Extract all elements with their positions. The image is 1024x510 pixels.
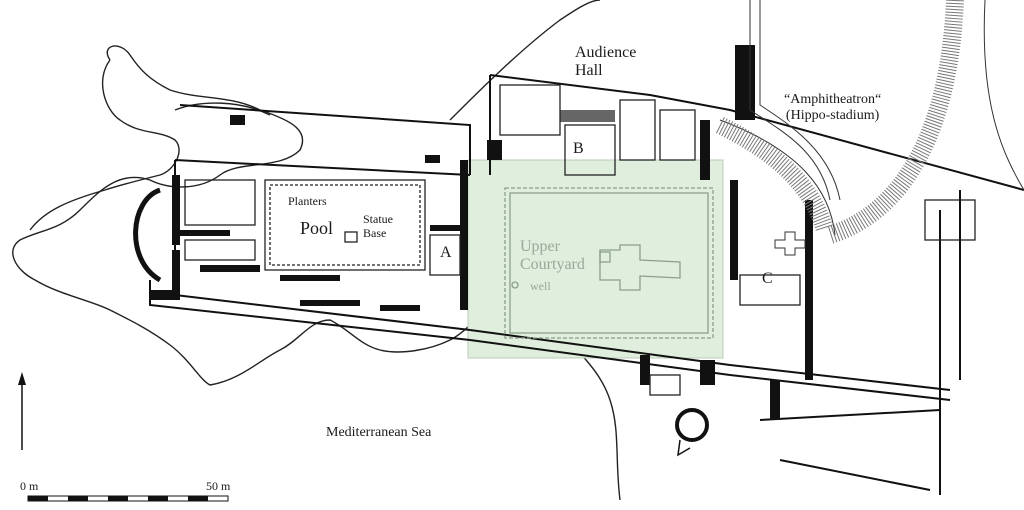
round-structure (675, 408, 709, 442)
wall-segments (150, 45, 813, 420)
upper-courtyard-line2: Courtyard (520, 256, 585, 274)
room-c-label: C (762, 270, 773, 287)
north-arrow-icon (18, 372, 26, 450)
audience-hall-line1: Audience (575, 44, 637, 61)
amphitheatron-line2: (Hippo-stadium) (785, 108, 880, 124)
well-label: well (530, 279, 551, 293)
scale-end-label: 50 m (206, 479, 231, 493)
upper-courtyard-label: Upper Courtyard (520, 238, 585, 275)
planters-label: Planters (288, 194, 327, 208)
cross-structure (774, 231, 806, 256)
upper-courtyard-highlight (467, 159, 724, 359)
amphitheatron-line1: “Amphitheatron“ (784, 92, 882, 107)
audience-hall-label: Audience Hall (575, 44, 636, 81)
amphitheatron-label: “Amphitheatron“ (Hippo-stadium) (784, 92, 881, 124)
scale-bar (27, 495, 229, 502)
scale-start-label: 0 m (20, 479, 39, 493)
pool-label: Pool (300, 218, 334, 238)
apse (133, 187, 162, 283)
audience-hall-line2: Hall (575, 62, 603, 80)
hippo-stadium (715, 0, 1024, 244)
room-b-label: B (573, 140, 584, 157)
room-a-label: A (440, 244, 452, 261)
statue-base-line2: Base (363, 225, 387, 240)
statue-base-label: Statue Base (363, 212, 393, 241)
sea-label: Mediterranean Sea (326, 425, 432, 440)
statue-base-line1: Statue (363, 212, 393, 226)
upper-courtyard-line1: Upper (520, 238, 560, 255)
room-outlines (184, 84, 976, 396)
